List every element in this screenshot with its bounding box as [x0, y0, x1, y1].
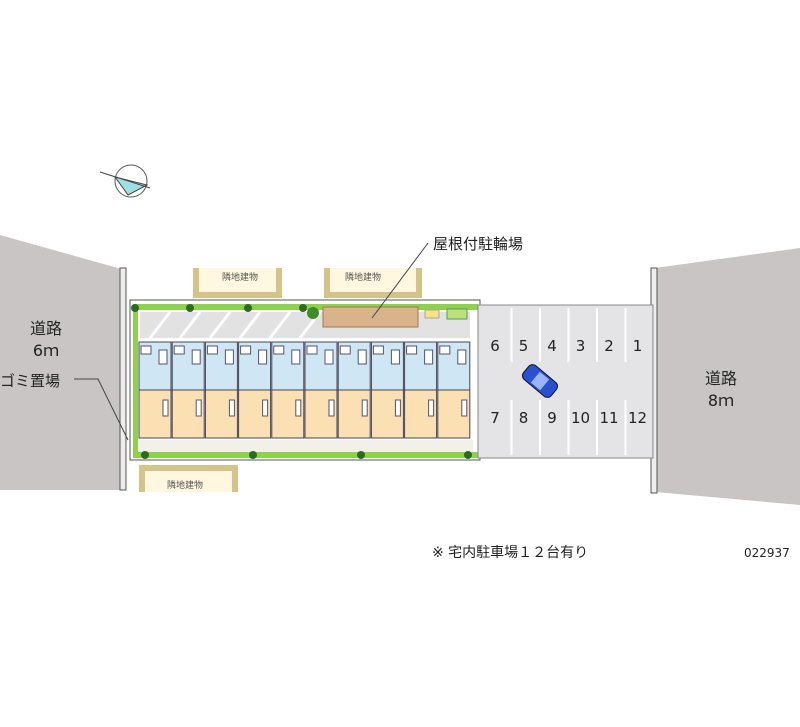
property-code: 022937	[744, 546, 790, 560]
parking-space-number: 11	[599, 409, 619, 427]
apartment-unit	[271, 341, 305, 439]
parking-space-number: 12	[627, 409, 648, 427]
apartment-unit	[238, 341, 272, 439]
parking-space-number: 8	[518, 409, 529, 427]
parking-space-number: 7	[490, 409, 500, 427]
right-road-label: 道路 8ｍ	[705, 368, 737, 412]
road-width: 8ｍ	[707, 391, 735, 410]
neighbor-building-label: 隣地建物	[222, 273, 259, 283]
right-road	[655, 248, 800, 505]
apartment-unit	[138, 341, 172, 439]
neighbor-building-label: 隣地建物	[345, 273, 382, 283]
apartment-unit	[370, 341, 404, 439]
neighbor-building	[139, 268, 422, 492]
left-road-label: 道路 6ｍ	[30, 318, 62, 362]
parking-space-number: 9	[547, 409, 557, 427]
parking-note: ※ 宅内駐車場１２台有り	[432, 545, 589, 561]
apartment-unit	[204, 341, 238, 439]
apartment-unit	[304, 341, 338, 439]
north-compass-icon	[99, 164, 151, 198]
left-road	[0, 235, 125, 490]
parking-lot	[477, 304, 654, 459]
bike-parking-label: 屋根付駐輪場	[433, 235, 524, 253]
apartment-unit	[437, 341, 471, 439]
parking-space-number: 2	[604, 337, 614, 355]
parking-space-number: 4	[547, 337, 557, 355]
apartment-unit	[171, 341, 205, 439]
apartment-unit	[404, 341, 438, 439]
parking-space-number: 10	[570, 409, 591, 427]
parking-space-number: 3	[575, 337, 586, 355]
parking-space-number: 6	[490, 337, 500, 355]
parking-space-number: 1	[632, 337, 643, 355]
apartment-unit	[337, 341, 371, 439]
parking-space-number: 5	[518, 337, 529, 355]
car-icon	[521, 364, 559, 398]
road-name: 道路	[30, 319, 63, 338]
neighbor-building-label: 隣地建物	[167, 481, 204, 491]
garbage-area-label: ゴミ置場	[0, 372, 61, 390]
road-name: 道路	[705, 369, 738, 388]
bike-parking-area	[322, 306, 419, 328]
road-width: 6ｍ	[32, 341, 60, 360]
